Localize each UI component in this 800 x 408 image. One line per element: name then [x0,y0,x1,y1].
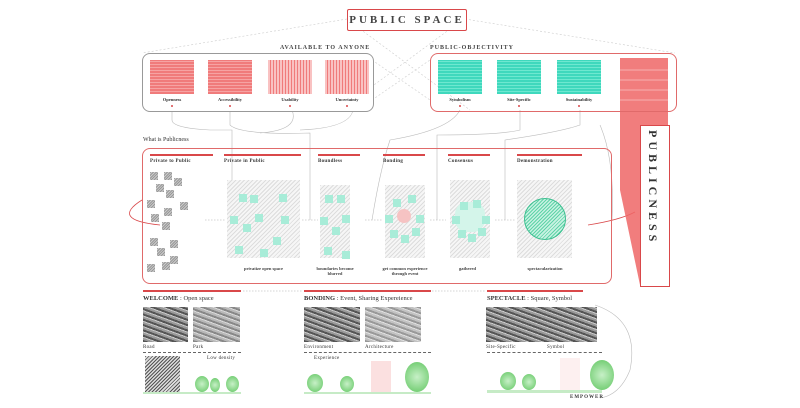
dot-icon [229,105,231,107]
road-photo [143,307,188,342]
objectivity-label: PUBLIC-OBJECTIVITY [430,45,515,51]
publicness-vertical-label: PUBLICNESS [640,125,670,287]
uncertainty-image [325,60,369,94]
column-title: Demonstration [517,159,553,164]
column-desc: spectacularization [527,266,563,271]
objectivity-box [430,53,677,112]
experience-note: Experience [314,356,340,361]
architecture-photo [365,307,421,342]
column-title: Boundless [318,159,343,164]
column-title: Bonding [383,159,404,164]
available-item: Usability [281,97,299,102]
tree-icon [590,360,614,390]
objectivity-item: Sustainability [565,97,593,102]
bonding-heading: BONDING : Event, Sharing Expereience [304,295,413,302]
dot-icon [518,105,520,107]
dot-icon [346,105,348,107]
bonding-panel [385,185,425,258]
openness-image [150,60,194,94]
symbol-space [560,358,580,390]
consensus-panel [450,180,490,258]
objectivity-item: Site-Specific [507,97,531,102]
column-title: Private to Public [150,159,191,164]
accessibility-image [208,60,252,94]
welcome-heading: WELCOME : Open space [143,295,214,302]
empower-label: EMPOWER [570,395,604,400]
tree-icon [195,376,209,392]
tree-icon [522,374,536,390]
square-photo [486,307,597,342]
objectivity-item: Symbolism [449,97,471,102]
column-title: Consensus [448,159,474,164]
column-desc: boundaries become blurred [316,266,354,276]
available-item: Accessibility [218,97,242,102]
column-desc: gathered [459,266,476,271]
available-label: AVAILABLE TO ANYONE [280,45,371,51]
photo-label: Environment [304,345,334,350]
section-label: What is Publicness [143,137,189,143]
buildings-illustration [145,356,180,392]
tree-icon [226,376,239,392]
tree-icon [500,372,516,390]
dot-icon [289,105,291,107]
dot-icon [459,105,461,107]
photo-label: Symbol [547,345,565,350]
sustainability-image [557,60,601,94]
tree-icon [307,374,323,392]
boundless-panel [320,185,350,259]
column-desc: get common experience through event [382,266,428,276]
dot-icon [171,105,173,107]
park-photo [193,307,240,342]
event-space [371,361,391,392]
dot-icon [578,105,580,107]
photo-label: Road [143,345,155,350]
photo-label: Park [193,345,204,350]
available-item: Openness [162,97,182,102]
low-density-note: Low density [207,356,236,361]
available-item: Uncertainty [335,97,359,102]
photo-label: Site-Specific [486,345,516,350]
tree-icon [210,378,220,392]
tree-icon [340,376,354,392]
publicness-box [142,148,612,284]
column-desc: privatize open space [244,266,283,271]
symbolism-image [438,60,482,94]
photo-label: Architecture [365,345,394,350]
demonstration-panel [517,180,572,258]
private-in-public-panel [227,180,300,258]
column-title: Private in Public [224,159,265,164]
spectacle-heading: SPECTACLE : Square, Symbol [487,295,573,302]
usability-image [268,60,312,94]
environment-photo [304,307,360,342]
public-space-title: PUBLIC SPACE [347,9,467,31]
site-specific-image [497,60,541,94]
tree-icon [405,362,429,392]
